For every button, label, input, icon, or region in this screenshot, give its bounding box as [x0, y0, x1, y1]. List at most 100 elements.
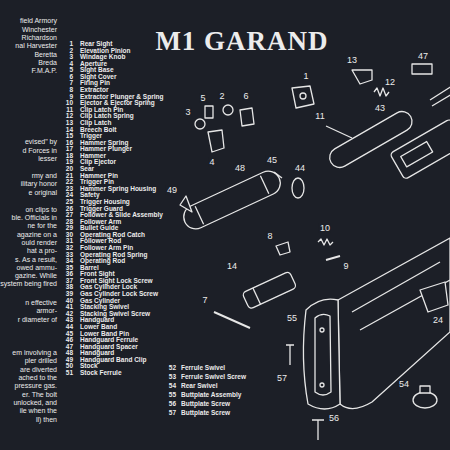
part-number: 27: [66, 211, 73, 218]
part-name: Hammer Pin: [80, 172, 118, 179]
callout-number: 1: [302, 71, 309, 81]
part-number: 51: [66, 369, 73, 376]
history-text: hat a pro-: [27, 247, 57, 255]
part-number: 25: [66, 198, 73, 205]
history-text: system being fired: [0, 280, 57, 288]
part-number: 1: [69, 40, 73, 47]
part-number: 24: [66, 191, 73, 198]
part-name: Operating Rod Catch: [80, 231, 145, 238]
part-name: Follower Arm Pin: [80, 244, 133, 251]
clip-latch-spring: [374, 88, 389, 96]
part-name: Follower Rod: [80, 237, 121, 244]
part-number: 3: [69, 53, 73, 60]
part-number: 10: [66, 99, 73, 106]
part-number: 26: [66, 205, 73, 212]
part-number: 18: [66, 152, 73, 159]
part-number: 12: [66, 112, 73, 119]
callout-number: 55: [286, 313, 298, 323]
part-name: Stock: [80, 362, 98, 369]
stock-detail: [352, 262, 450, 330]
part-number: 46: [66, 336, 73, 343]
part-number: 19: [66, 158, 73, 165]
history-text: ne for the: [27, 222, 57, 230]
part-name: Stacking Swivel Screw: [80, 310, 150, 317]
history-text: rmy and: [32, 172, 57, 180]
part-name: Ferrule Swivel: [181, 364, 225, 371]
part-name: Gas Cylinder Lock: [80, 283, 137, 290]
history-text: owed ammu-: [17, 264, 57, 272]
aperture-hole: [300, 93, 306, 99]
part-number: 9: [69, 93, 73, 100]
firing-pin: [214, 312, 250, 328]
part-number: 55: [169, 391, 176, 398]
part-name: Ejector & Ejector Spring: [80, 99, 155, 106]
part-number: 34: [66, 257, 73, 264]
part-number: 4: [69, 60, 73, 67]
buttplate-screw: [286, 345, 294, 365]
callout-number: 9: [342, 261, 349, 271]
part-name: Operating Rod Spring: [80, 251, 148, 258]
part-name: Clip Ejector: [80, 158, 116, 165]
band-clip: [180, 196, 192, 212]
part-name: Aperture: [80, 60, 107, 67]
part-name: Extractor: [80, 86, 109, 93]
history-text: Richardson: [22, 34, 57, 42]
handguard-spacer: [412, 64, 432, 74]
callout-number: 45: [266, 155, 278, 165]
buttplate: [303, 299, 340, 409]
part-number: 30: [66, 231, 73, 238]
part-name: Sear: [80, 165, 94, 172]
rear-swivel: [413, 392, 437, 408]
callout-number: 4: [208, 157, 215, 167]
callout-number: 48: [234, 163, 246, 173]
breech-bolt: [242, 271, 297, 309]
part-name: Rear Swivel: [181, 382, 218, 389]
part-number: 7: [69, 79, 73, 86]
part-number: 11: [66, 106, 73, 113]
callout-number: 43: [374, 103, 386, 113]
part-name: Trigger: [80, 132, 102, 139]
history-text: on clips to: [25, 206, 57, 214]
lower-band: [292, 178, 304, 198]
lower-band-pin: [274, 172, 282, 178]
part-number: 13: [66, 119, 73, 126]
part-number: 2: [69, 47, 73, 54]
part-name: Follower & Slide Assembly: [80, 211, 163, 218]
title: M1 GARAND: [155, 26, 328, 56]
callout-number: 5: [199, 93, 206, 103]
history-text: Beretta: [34, 51, 57, 59]
part-number: 54: [169, 382, 176, 389]
callout-number: 13: [346, 55, 358, 65]
part-name: Bullet Guide: [80, 224, 118, 231]
callout-number: 47: [417, 51, 429, 61]
history-text: armor-: [36, 307, 57, 315]
history-text: field Armory: [20, 17, 57, 25]
screw-hole: [320, 383, 324, 387]
part-name: Front Sight: [80, 270, 115, 277]
part-number: 48: [66, 349, 73, 356]
history-text: nal Harvester: [15, 42, 57, 50]
callout-number: 24: [432, 315, 444, 325]
part-name: Stacking Swivel: [80, 303, 129, 310]
part-name: Elevation Pinion: [80, 47, 131, 54]
part-number: 8: [69, 86, 73, 93]
trigger-housing: [420, 282, 448, 312]
history-text: em involving a: [12, 349, 57, 357]
part-name: Barrel: [80, 264, 99, 271]
part-name: Clip Latch: [80, 119, 111, 126]
part-name: Lower Band: [80, 323, 117, 330]
part-name: Handguard Band Clip: [80, 356, 146, 363]
history-text: evised" by: [25, 138, 57, 146]
windage-knob: [195, 119, 205, 129]
part-number: 33: [66, 251, 73, 258]
part-name: Ferrule Swivel Screw: [181, 373, 246, 380]
sight-cover: [240, 108, 254, 126]
sight-base: [205, 106, 213, 118]
part-number: 21: [66, 172, 73, 179]
part-name: Clip Latch Spring: [80, 112, 134, 119]
swivel-base: [420, 386, 430, 393]
part-number: 52: [169, 364, 176, 371]
part-number: 41: [66, 303, 73, 310]
history-text: F.M.A.P.: [31, 67, 57, 75]
